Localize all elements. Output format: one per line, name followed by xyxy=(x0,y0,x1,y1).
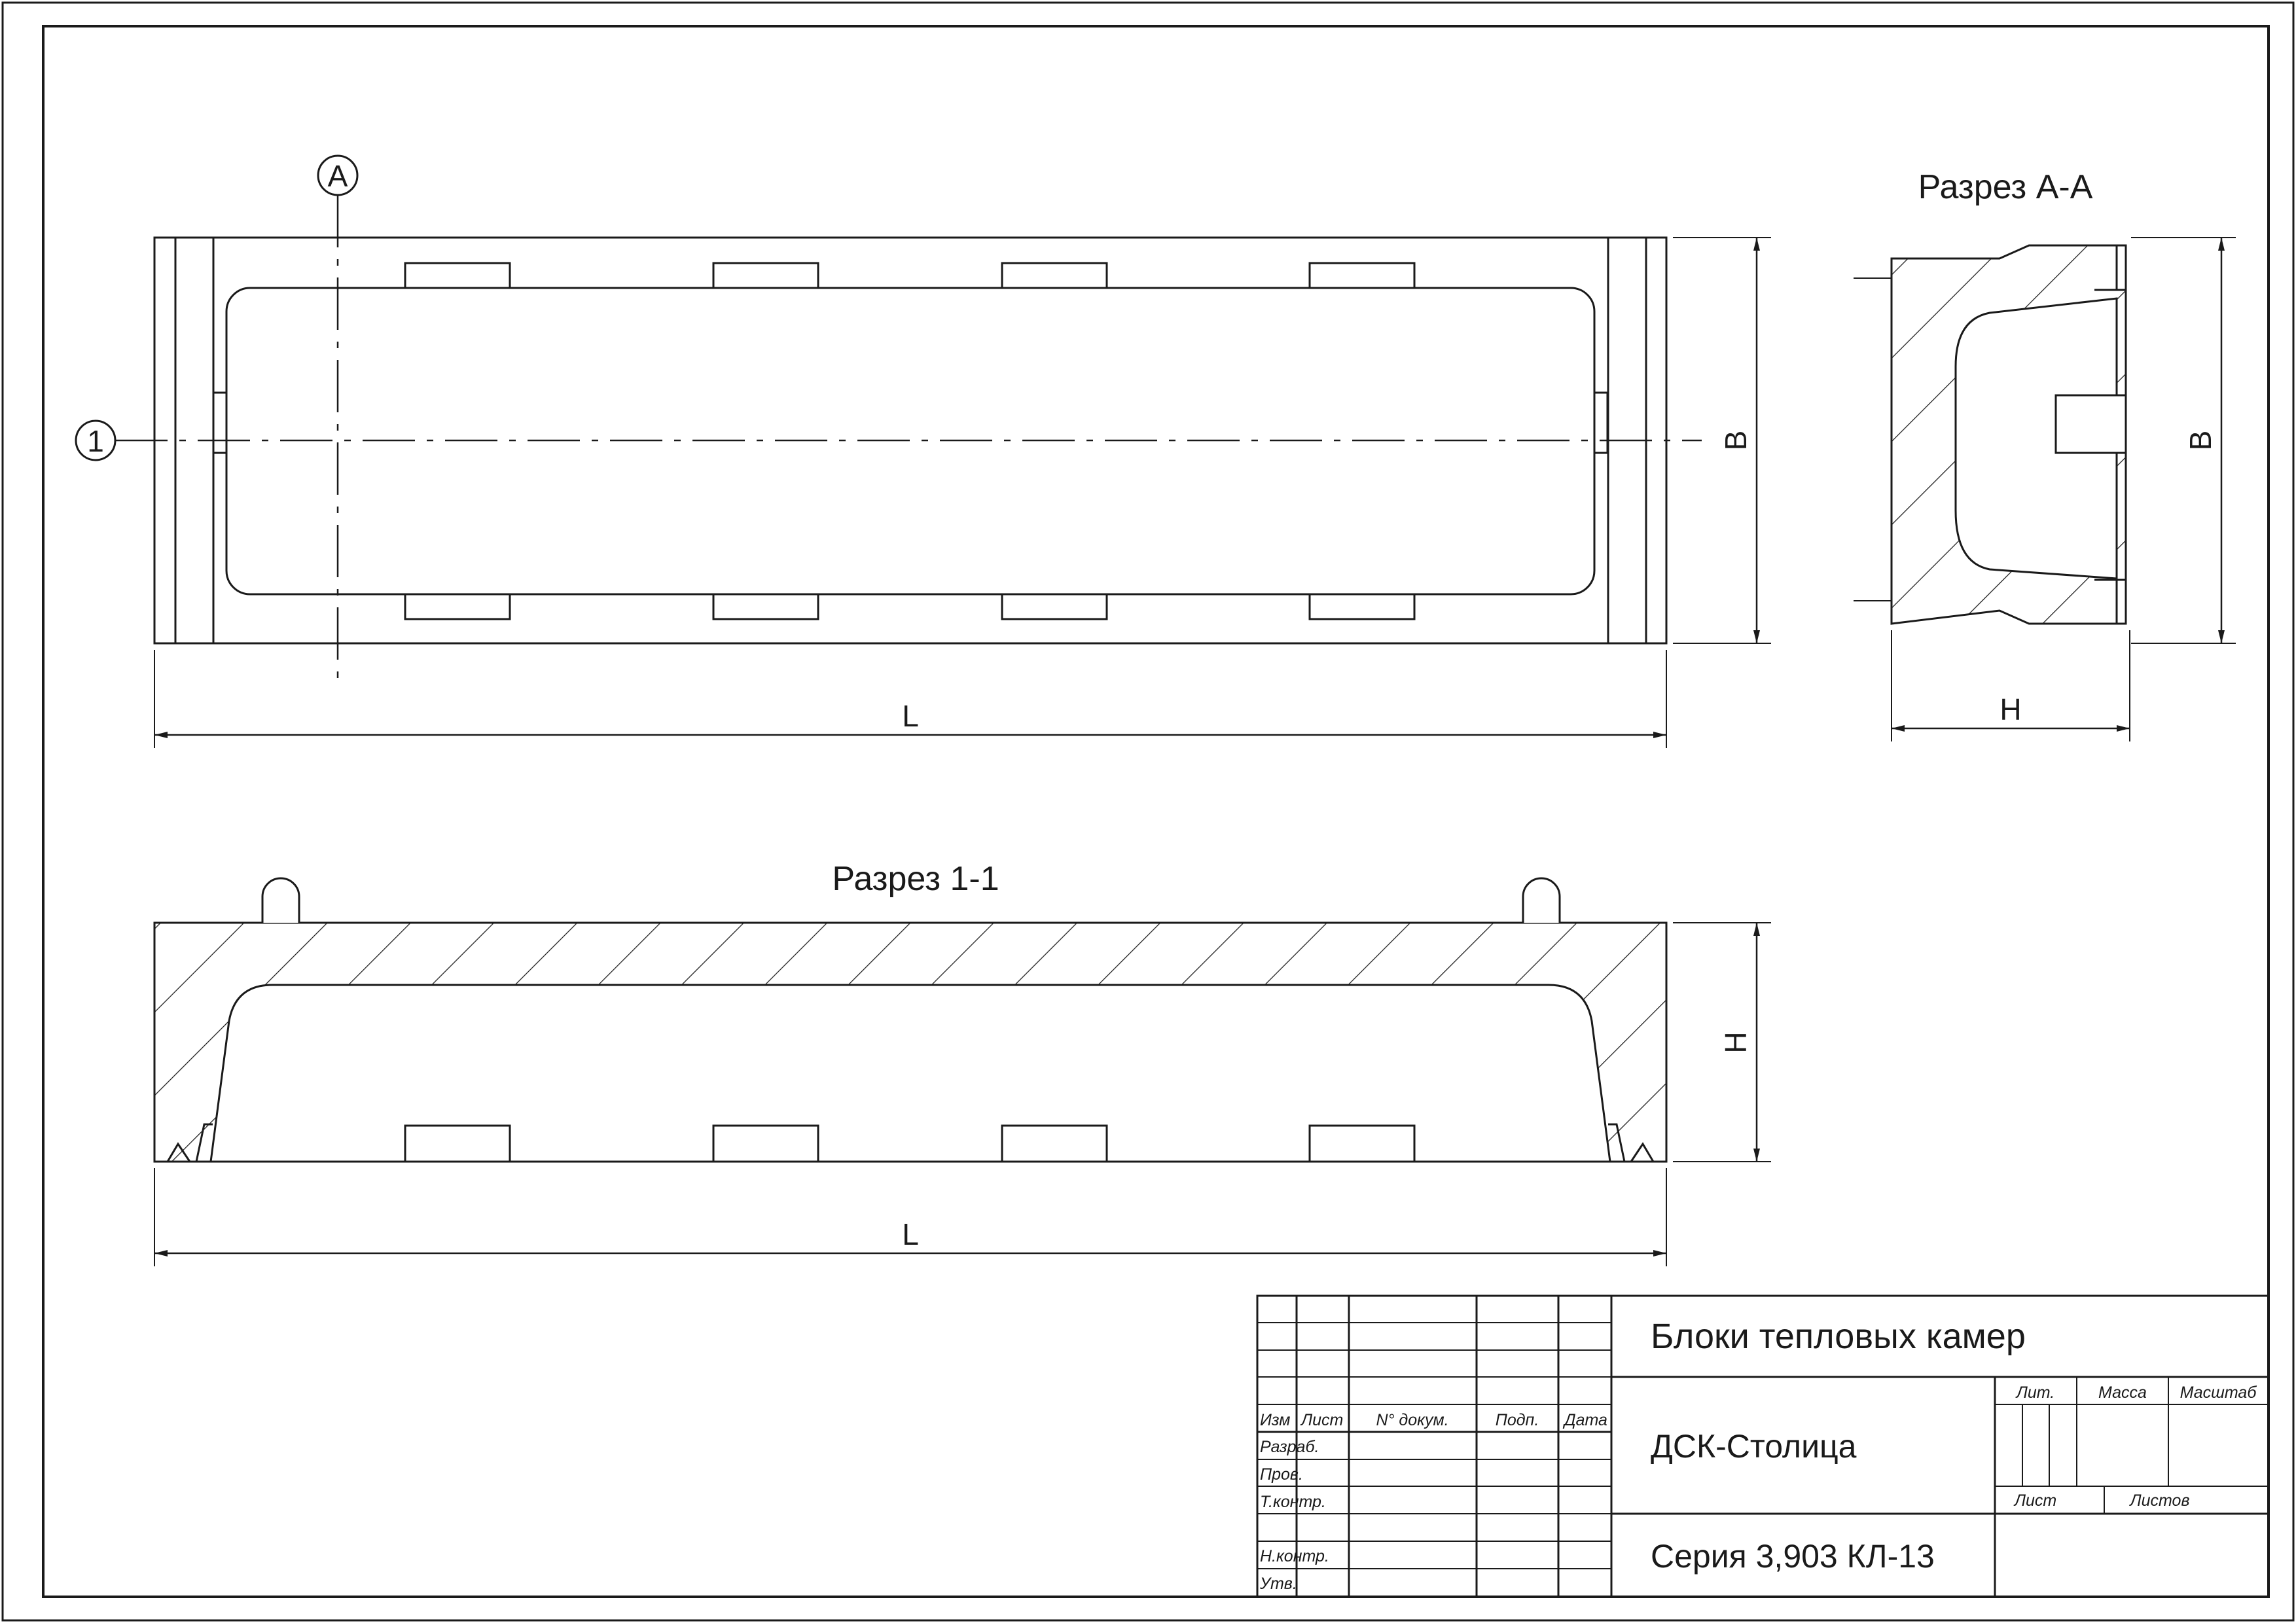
plan-dim-b-label: B xyxy=(1719,431,1753,451)
section-11-lifting-loop-left xyxy=(261,877,300,923)
section-aa-top-lip xyxy=(2094,244,2127,291)
col-sign: Подп. xyxy=(1496,1411,1539,1429)
plan-view xyxy=(75,154,1771,748)
info-mass: Масса xyxy=(2098,1383,2147,1402)
row-approved: Утв. xyxy=(1259,1575,1297,1593)
col-change: Изм xyxy=(1260,1411,1290,1429)
section-11-title: Разрез 1-1 xyxy=(832,860,999,898)
row-norm-control: Н.контр. xyxy=(1260,1547,1329,1565)
section-a-bubble xyxy=(317,154,359,196)
section-11-lug-3 xyxy=(1001,1124,1108,1163)
plan-right-notch xyxy=(1593,391,1609,454)
col-date: Дата xyxy=(1562,1411,1607,1429)
col-sheet: Лист xyxy=(1300,1411,1343,1429)
axis-1-bubble xyxy=(75,419,117,461)
plan-bottom-lug-1 xyxy=(404,593,511,620)
section-11-dim-l-label: L xyxy=(902,1217,919,1251)
col-doc-no: N° докум. xyxy=(1376,1411,1448,1429)
section-a-label: A xyxy=(328,159,348,193)
plan-bottom-lug-2 xyxy=(712,593,819,620)
plan-bottom-lug-3 xyxy=(1001,593,1108,620)
section-aa-title: Разрез А-А xyxy=(1918,168,2093,206)
section-11-lug-1 xyxy=(404,1124,511,1163)
section-aa-view xyxy=(1854,237,2236,741)
section-11-body xyxy=(153,921,1668,1163)
info-letter: Лит. xyxy=(2015,1383,2055,1402)
plan-top-lug-1 xyxy=(404,262,511,289)
plan-top-lug-2 xyxy=(712,262,819,289)
row-developed: Разраб. xyxy=(1260,1438,1319,1456)
title-block-frame xyxy=(1256,1294,2270,1598)
section-11-view xyxy=(153,877,1771,1266)
plan-top-lug-4 xyxy=(1308,262,1416,289)
section-aa-dim-h-label: H xyxy=(2000,692,2021,726)
info-scale: Масштаб xyxy=(2180,1383,2257,1402)
title-block xyxy=(1256,1294,2270,1598)
section-11-left-foot xyxy=(166,1123,213,1162)
drawing-frame xyxy=(42,25,2270,1598)
axis-1-label: 1 xyxy=(87,424,104,458)
info-sheets: Листов xyxy=(2128,1491,2189,1510)
section-11-lifting-loop-right xyxy=(1522,877,1561,923)
plan-left-notch xyxy=(212,391,228,454)
section-aa-slot xyxy=(2054,394,2127,454)
title-block-title: Блоки тепловых камер xyxy=(1651,1317,2026,1356)
section-11-lug-2 xyxy=(712,1124,819,1163)
plan-dim-l-label: L xyxy=(902,699,919,733)
title-block-organization: ДСК-Столица xyxy=(1651,1428,1857,1465)
plan-top-lug-3 xyxy=(1001,262,1108,289)
row-checked: Пров. xyxy=(1260,1465,1303,1484)
section-aa-dim-b-label: B xyxy=(2183,431,2217,451)
title-block-designation: Серия 3,903 КЛ-13 xyxy=(1651,1538,1935,1575)
plan-bottom-lug-4 xyxy=(1308,593,1416,620)
info-sheet: Лист xyxy=(2013,1491,2056,1510)
section-11-dim-h-label: H xyxy=(1719,1031,1753,1053)
section-aa-bottom-lip xyxy=(2094,579,2127,625)
section-11-lug-4 xyxy=(1308,1124,1416,1163)
section-11-right-foot xyxy=(1608,1123,1655,1162)
row-tech-control: Т.контр. xyxy=(1260,1493,1326,1511)
